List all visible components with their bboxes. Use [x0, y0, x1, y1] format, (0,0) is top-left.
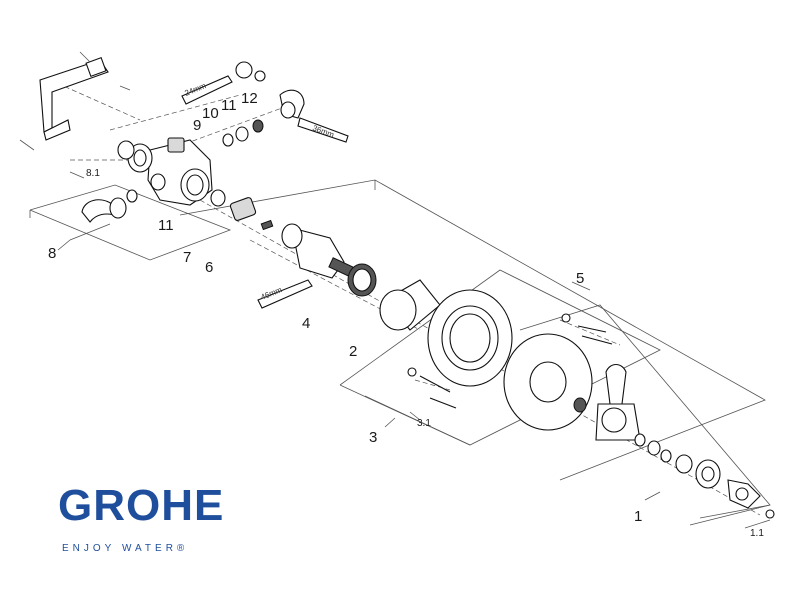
cartridge	[229, 197, 354, 279]
label-1-1: 1.1	[750, 528, 764, 539]
label-5: 5	[576, 270, 584, 287]
o-rings	[634, 433, 693, 474]
wrench-36mm: 36mm	[297, 117, 349, 143]
trim-rosette	[503, 333, 593, 431]
bracket-1	[519, 304, 771, 529]
label-8-1: 8.1	[86, 168, 100, 179]
cross-handle	[695, 459, 775, 519]
label-11-bottom: 11	[158, 217, 174, 234]
label-1: 1	[634, 508, 642, 525]
label-9: 9	[193, 117, 201, 134]
label-3-1: 3.1	[417, 418, 431, 429]
ring-and-sleeve	[347, 263, 441, 331]
label-6: 6	[205, 259, 213, 276]
label-3: 3	[369, 429, 377, 446]
wrench-label-36mm: 36mm	[311, 123, 335, 139]
label-12: 12	[241, 90, 258, 107]
brand-tagline: ENJOY WATER®	[62, 543, 189, 554]
bracket-5	[179, 179, 766, 481]
wrench-46mm: 46mm	[257, 279, 313, 309]
label-2: 2	[349, 343, 357, 360]
label-10: 10	[202, 105, 219, 122]
fittings-9-12	[210, 61, 305, 207]
screws	[407, 313, 613, 409]
wall-bracket	[19, 51, 131, 179]
bracket-8	[29, 184, 232, 261]
label-8: 8	[48, 245, 56, 262]
back-plate	[427, 289, 513, 387]
label-11-top: 11	[221, 97, 237, 114]
elbow-fitting	[81, 189, 138, 223]
part-labels: 8 8.1 9 10 11 12 11 7 6 4 5 2 3 3.1 1 1.…	[48, 90, 764, 539]
label-7: 7	[183, 249, 191, 266]
valve-body	[117, 137, 213, 206]
label-4: 4	[302, 315, 310, 332]
lever-handle	[595, 363, 641, 441]
brand-logo: GROHE	[58, 481, 225, 530]
